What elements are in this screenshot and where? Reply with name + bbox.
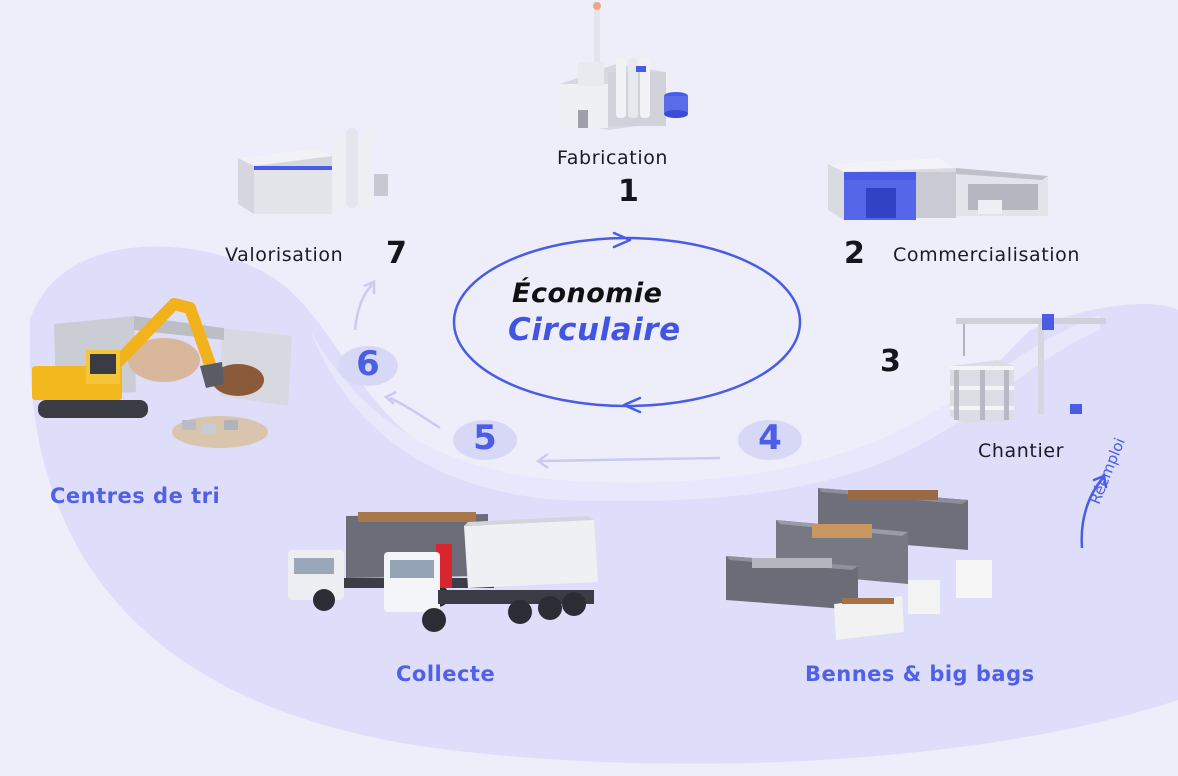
connector-arrowhead-icon	[535, 452, 549, 470]
bubble-4	[738, 420, 802, 460]
step-2-label: Commercialisation	[893, 244, 1081, 266]
warehouse-icon	[828, 158, 1048, 220]
step-3-number: 3	[880, 344, 901, 379]
step-1-label: Fabrication	[557, 147, 669, 169]
cycle-arrow-top-icon	[612, 231, 632, 249]
step-5-number: 5	[473, 418, 497, 458]
connector-4-5	[539, 456, 721, 463]
step-4-label: Bennes & big bags	[805, 662, 1035, 686]
step-3-label: Chantier	[978, 440, 1065, 462]
trucks-icon	[288, 512, 598, 632]
connector-arrowhead-icon	[383, 390, 397, 405]
bubble-5	[453, 420, 517, 460]
bubble-6	[338, 346, 398, 386]
connector-6-7	[353, 284, 373, 331]
center-title-line1: Économie	[512, 278, 663, 309]
recycling-plant-icon	[238, 128, 388, 214]
swoosh-highlight	[310, 315, 1100, 502]
step-5-label: Collecte	[396, 662, 496, 686]
factory-icon	[560, 2, 688, 130]
reemploi-arrow	[1080, 477, 1104, 549]
center-title-line2: Circulaire	[508, 312, 681, 348]
excavator-sorting-icon	[32, 298, 292, 448]
connector-arrowhead-icon	[363, 280, 376, 294]
step-1-number: 1	[618, 174, 639, 209]
step-6-number: 6	[356, 344, 380, 384]
step-4-number: 4	[758, 418, 782, 458]
cycle-arrow-bottom-icon	[622, 396, 642, 414]
skips-and-bags-icon	[726, 488, 992, 640]
step-7-label: Valorisation	[225, 244, 344, 266]
swoosh-band	[29, 246, 1178, 764]
step-7-number: 7	[386, 236, 407, 271]
step-2-number: 2	[844, 236, 865, 271]
reemploi-arrowhead-icon	[1092, 474, 1108, 489]
connector-5-6	[389, 396, 441, 430]
construction-site-icon	[950, 314, 1106, 424]
step-6-label: Centres de tri	[50, 484, 221, 508]
